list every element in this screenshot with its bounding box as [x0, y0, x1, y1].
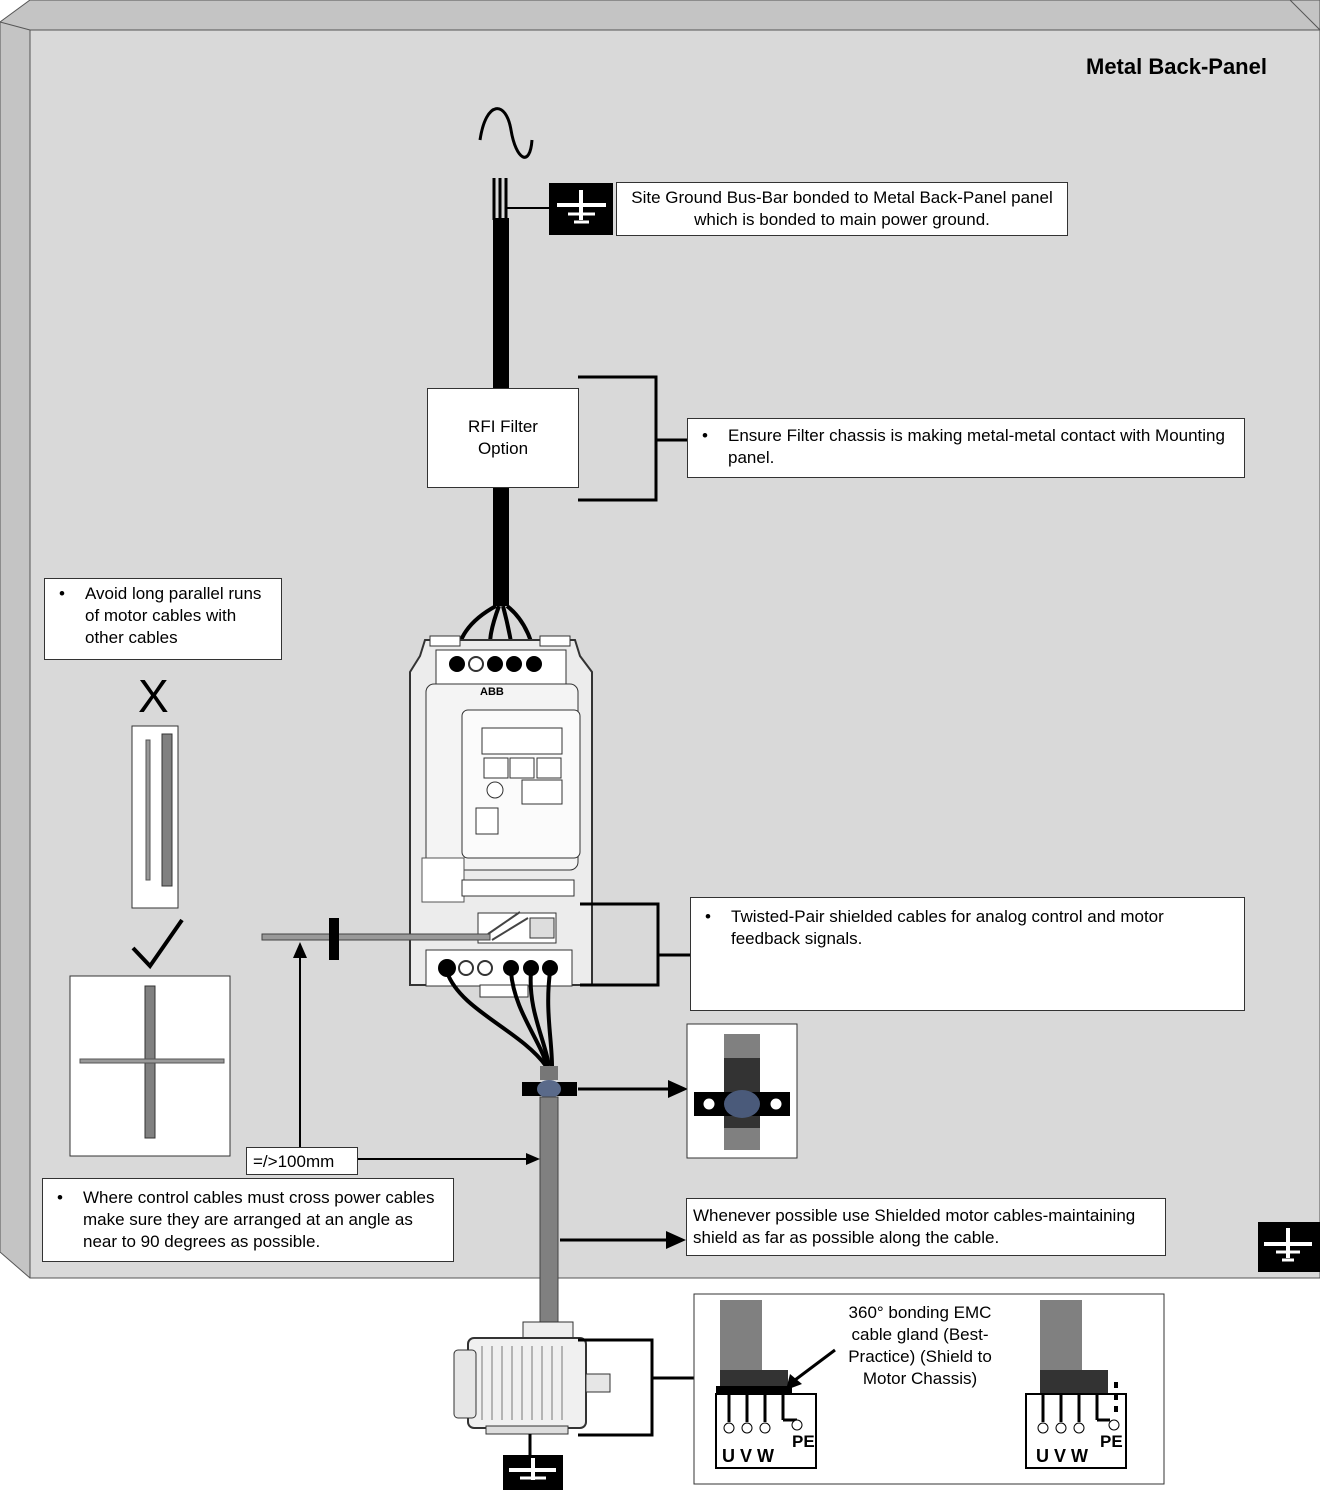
ground-icon-right	[1258, 1222, 1320, 1272]
drive-brand: ABB	[480, 686, 504, 698]
terminal-labels-right: U V W	[1036, 1446, 1088, 1467]
pe-label-right: PE	[1100, 1432, 1123, 1451]
distance-label: =/>100mm	[246, 1147, 358, 1175]
motor-ground-icon	[503, 1455, 563, 1490]
variable-speed-drive	[409, 635, 593, 998]
supply-cable	[492, 178, 550, 606]
terminal-u-right: U	[1036, 1446, 1049, 1466]
filter-note-text: Ensure Filter chassis is making metal-me…	[688, 425, 1236, 469]
cross-cables-good	[69, 975, 231, 1157]
rfi-filter-box: RFI Filter Option	[427, 388, 579, 488]
shield-note: Whenever possible use Shielded motor cab…	[686, 1198, 1166, 1256]
gland-bracket	[578, 1338, 694, 1437]
pe-label-left: PE	[792, 1432, 815, 1451]
ac-supply-icon	[478, 107, 534, 159]
parallel-cables-bad	[131, 725, 179, 909]
terminal-w: W	[757, 1446, 775, 1466]
motor-output-wires	[445, 971, 554, 1068]
shield-clamp	[522, 1066, 577, 1098]
motor	[453, 1321, 611, 1455]
parallel-note-text: Avoid long parallel runs of motor cables…	[45, 583, 275, 649]
rfi-filter-label: RFI Filter Option	[468, 417, 538, 458]
cross-note: Where control cables must cross power ca…	[42, 1178, 454, 1262]
filter-note: Ensure Filter chassis is making metal-me…	[687, 418, 1245, 478]
clamp-detail	[686, 1023, 798, 1159]
twisted-pair-note-text: Twisted-Pair shielded cables for analog …	[691, 906, 1236, 950]
terminal-v-right: V	[1054, 1446, 1067, 1466]
panel-title: Metal Back-Panel	[1086, 54, 1267, 79]
terminal-u: U	[722, 1446, 735, 1466]
cross-note-text: Where control cables must cross power ca…	[43, 1187, 447, 1253]
clamp-detail-arrow	[578, 1080, 688, 1098]
terminal-v: V	[740, 1446, 753, 1466]
bad-mark: X	[138, 670, 169, 722]
twisted-pair-bracket	[580, 902, 690, 987]
filter-bracket	[578, 375, 688, 502]
terminal-labels-left: U V W	[722, 1446, 774, 1467]
checkmark-icon	[131, 918, 184, 970]
gland-note: 360° bonding EMC cable gland (Best-Pract…	[848, 1303, 992, 1388]
twisted-pair-note: Twisted-Pair shielded cables for analog …	[690, 897, 1245, 1011]
shield-note-arrow	[560, 1231, 686, 1249]
ground-note: Site Ground Bus-Bar bonded to Metal Back…	[616, 182, 1068, 236]
gland-detail	[693, 1293, 1165, 1485]
terminal-w-right: W	[1071, 1446, 1089, 1466]
shielded-motor-cable	[539, 1096, 559, 1324]
ground-busbar-icon	[549, 183, 613, 235]
parallel-note: Avoid long parallel runs of motor cables…	[44, 578, 282, 660]
control-cable	[261, 911, 529, 960]
